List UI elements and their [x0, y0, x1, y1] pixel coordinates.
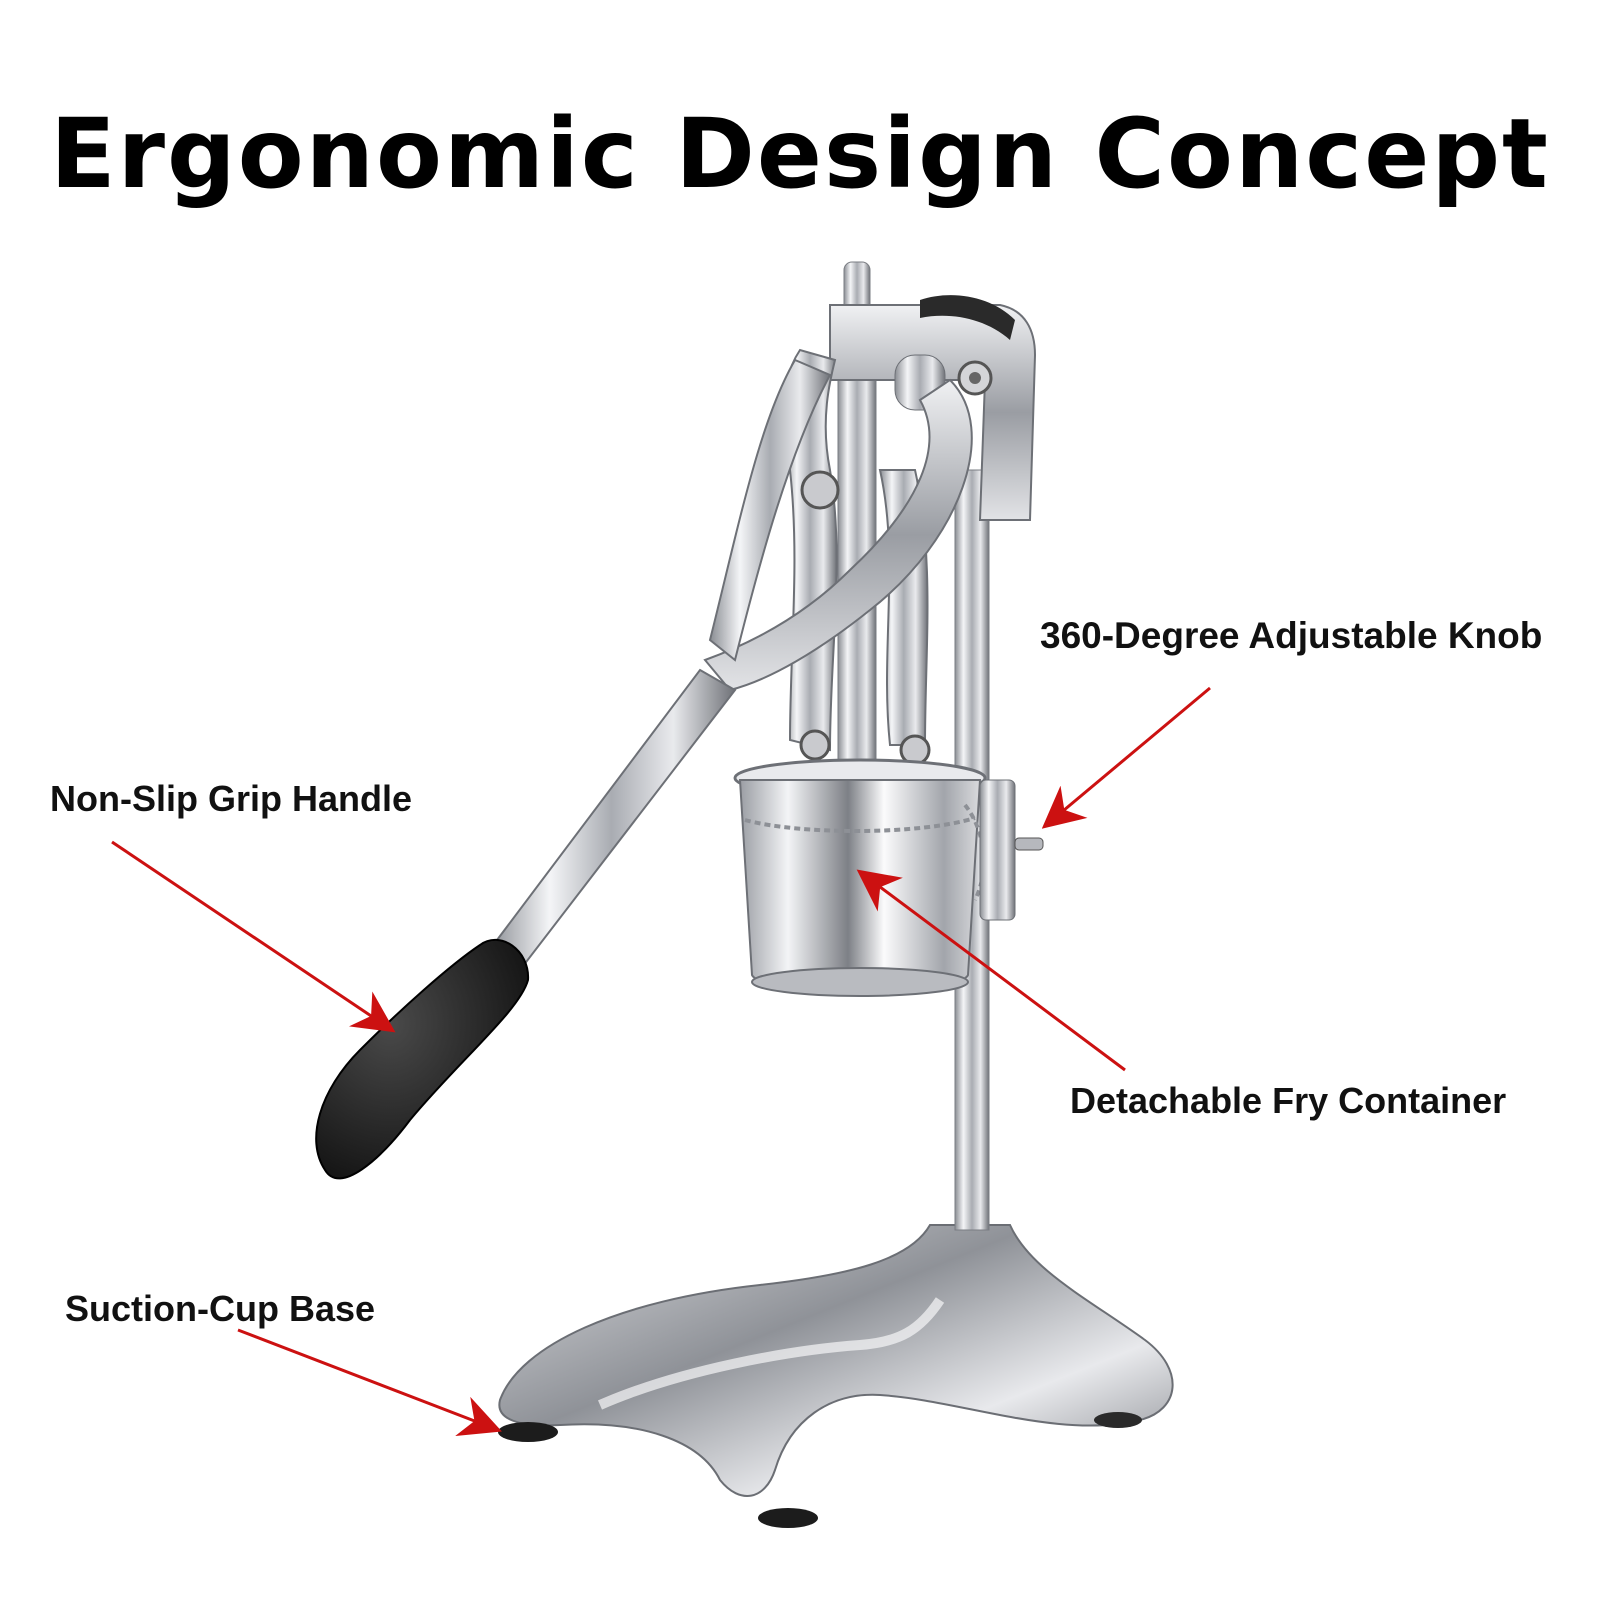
arrow-base [237, 1328, 502, 1437]
fry-container [733, 758, 987, 997]
label-fry-container: Detachable Fry Container [1070, 1080, 1507, 1121]
adjustable-knob [1014, 837, 1044, 851]
suction-cup-base [498, 1224, 1174, 1528]
label-suction-base: Suction-Cup Base [65, 1288, 376, 1329]
arrow-container [856, 869, 1126, 1072]
arrow-grip [111, 840, 396, 1033]
label-grip-handle: Non-Slip Grip Handle [50, 778, 413, 819]
arrow-knob [1041, 686, 1211, 829]
label-adjustable-knob: 360-Degree Adjustable Knob [1040, 615, 1543, 656]
suction-cup-front [758, 1508, 818, 1528]
press-head [829, 295, 1037, 521]
grip-handle [315, 939, 530, 1180]
page-title: Ergonomic Design Concept [50, 98, 1550, 210]
pole-clamp [979, 779, 1016, 921]
suction-cup-left [498, 1422, 558, 1442]
handle-rod [486, 668, 737, 972]
